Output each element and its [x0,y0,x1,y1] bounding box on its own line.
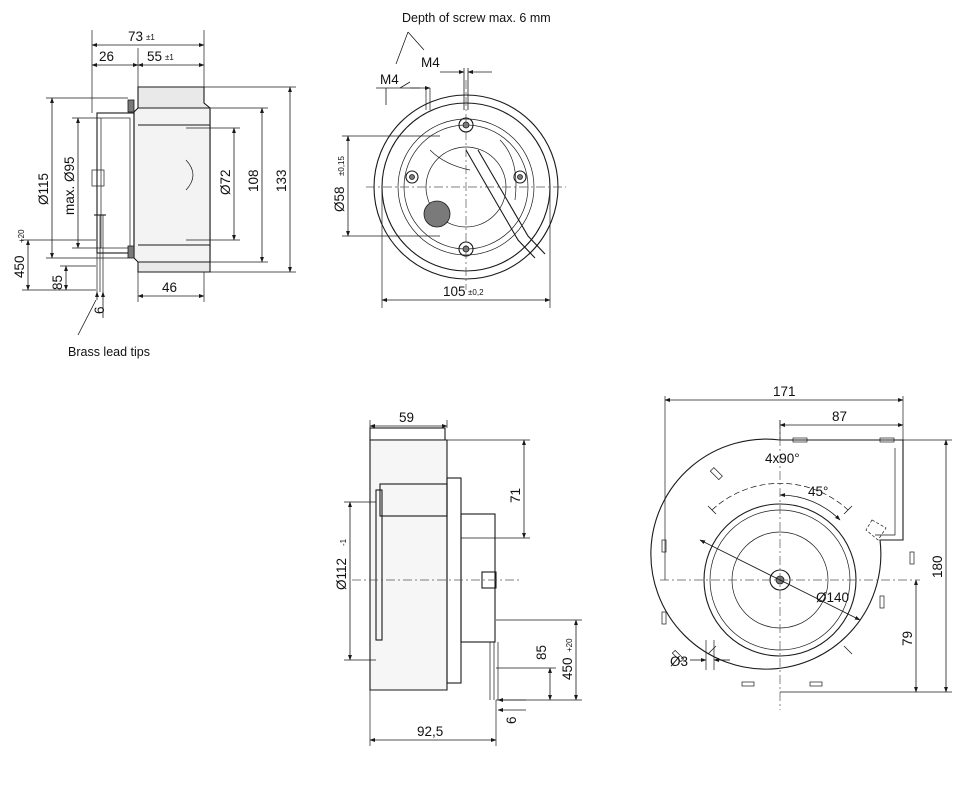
dim-115: Ø115 [36,173,51,205]
dim-45: 45° [808,484,828,499]
m4-left: M4 [380,72,399,87]
dim-73: 73 [128,29,143,44]
dim-108: 108 [246,169,261,192]
blower-housing-profile [369,439,448,691]
note-screw-depth: Depth of screw max. 6 mm [402,11,551,25]
dim-450: 450 [12,255,27,278]
dim-3: Ø3 [670,654,688,669]
side-view-bottom-left: 59 71 Ø112 -1 85 450 +20 6 92,5 [334,410,582,746]
dim-95: max. Ø95 [62,156,77,215]
front-view-bottom-right: 4x90° 45° Ø140 171 87 180 79 Ø3 [650,384,952,710]
dim-26: 26 [99,49,114,64]
scroll-housing [650,438,904,670]
dim-71: 71 [508,488,523,503]
impeller-body [133,107,211,263]
dim-450-bottom: 450 [560,657,575,680]
dim-85-bottom: 85 [534,645,549,660]
side-view-top-left: 73 ±1 26 55 ±1 Ø115 max. Ø95 Ø72 108 133… [12,29,296,359]
dim-450-tol: +20 [17,229,26,243]
rear-view-top-right: M4 M4 Depth of screw max. 6 mm Ø58 ±0,15… [332,11,566,308]
dim-6: 6 [92,306,107,314]
dim-87: 87 [832,409,847,424]
dim-6-bottom: 6 [504,716,519,724]
dim-73-tol: ±1 [146,33,155,42]
dim-112: Ø112 [334,558,349,590]
dim-55: 55 [147,49,162,64]
capacitor-hole [423,200,451,228]
dim-55-tol: ±1 [165,53,174,62]
dim-450-bottom-tol: +20 [565,638,574,652]
dim-133: 133 [274,169,289,192]
m4-right: M4 [421,55,440,70]
dim-58: Ø58 [332,186,347,212]
dim-171: 171 [773,384,796,399]
dim-58-tol: ±0,15 [337,155,346,176]
dim-46: 46 [162,280,177,295]
dim-140: Ø140 [816,590,849,605]
dim-92-5: 92,5 [417,724,443,739]
dim-180: 180 [930,555,945,578]
dim-105-tol: ±0,2 [468,288,484,297]
note-brass-lead-tips: Brass lead tips [68,345,150,359]
dim-112-tol: -1 [339,538,348,546]
dim-72: Ø72 [218,169,233,195]
dim-79: 79 [900,631,915,646]
dim-85: 85 [50,275,65,290]
motor-flange [96,112,135,254]
dim-4x90: 4x90° [765,451,800,466]
dim-105: 105 [443,284,466,299]
dim-59: 59 [399,410,414,425]
